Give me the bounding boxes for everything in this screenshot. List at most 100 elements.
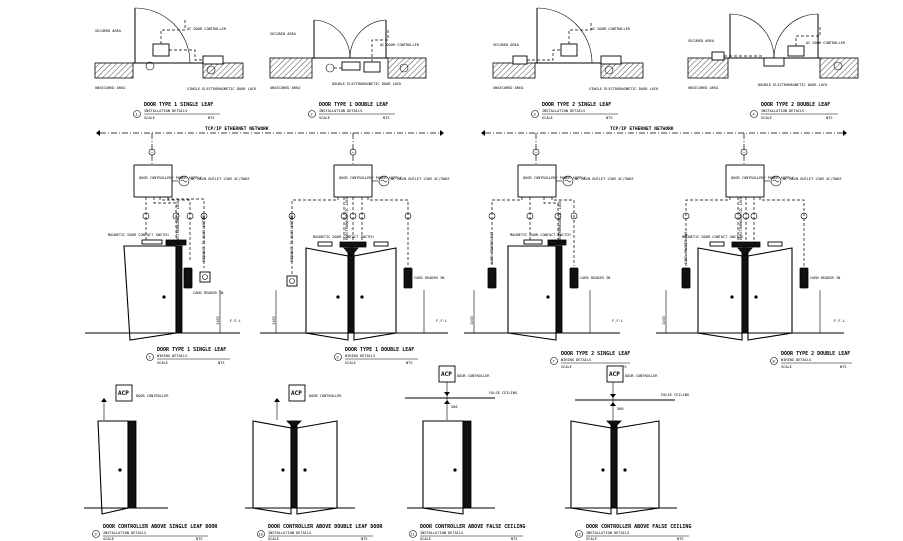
door-handle	[453, 468, 457, 472]
lock-label: ELECTROMAGNETIC LOCK	[345, 196, 349, 240]
detail-title: DOOR CONTROLLER ABOVE FALSE CEILING	[420, 524, 525, 530]
door-leaf-right	[353, 247, 397, 341]
ethernet-network-right: TCP/IP ETHERNET NETWORK	[481, 126, 847, 136]
door-leaf-right	[296, 420, 338, 515]
card-reader	[403, 267, 413, 289]
card-reader-symbol	[325, 63, 335, 73]
acp-box	[288, 384, 306, 402]
svg-text:1100: 1100	[662, 316, 666, 325]
detail-subtitle: WIRING DETAILS	[157, 354, 187, 358]
scale-value: NTS	[383, 116, 390, 120]
reader-label: CARD READER IN	[193, 291, 223, 295]
door-handle-right	[623, 468, 627, 472]
plan-view-door-type-2-single: SECURED AREA UNSECURED AREA AC DOOR CONT…	[492, 7, 659, 120]
detail-title: DOOR TYPE 2 DOUBLE LEAF	[781, 351, 850, 357]
card-reader-out-box	[711, 51, 725, 61]
ceiling-label: FALSE CEILING	[661, 393, 689, 397]
door-frame-shadow	[127, 420, 137, 509]
scale-label: SCALE	[319, 116, 330, 120]
outlet-label: AC MAIN OUTLET 230V AC/50HZ	[575, 177, 634, 181]
detail-title: DOOR CONTROLLER ABOVE FALSE CEILING	[586, 524, 691, 530]
door-handle-left	[730, 295, 734, 299]
controller-callout: AC DOOR CONTROLLER	[806, 41, 846, 45]
door-swing-arc	[536, 7, 593, 64]
detail-subtitle: INSTALLATION DETAILS	[586, 531, 629, 535]
controller-above-single-leaf: ACP DOOR CONTROLLER 9 DOOR CONTROLLER AB…	[84, 384, 218, 541]
door-leaf-right	[747, 247, 793, 341]
wall-section-left	[269, 57, 313, 79]
elevation-door-type-1-single: DOOR CONTROLLER/ POWER SUPPLY AC MAIN OU…	[85, 133, 250, 365]
secured-area-label: SECURED AREA	[493, 43, 520, 47]
detail-number-circle	[750, 110, 758, 118]
mag-lock-box	[600, 55, 622, 65]
detail-title: DOOR TYPE 1 DOUBLE LEAF	[319, 102, 388, 108]
controller-label: DOOR CONTROLLER/ POWER SUPPLY	[339, 176, 403, 180]
wall-section-left	[687, 57, 729, 79]
detail-number-circle	[409, 530, 417, 538]
detail-number-circle	[257, 530, 265, 538]
unsecured-area-label: UNSECURED AREA	[493, 86, 524, 90]
contact-label: MAGNETIC DOOR CONTACT SWITCH	[108, 233, 169, 237]
unsecured-area-label: UNSECURED AREA	[95, 86, 126, 90]
lock-callout: DOUBLE ELECTROMAGNETIC DOOR LOCK	[758, 83, 828, 87]
door-controller-box	[133, 164, 173, 198]
door-swing-arc-right	[349, 19, 387, 59]
acp-label: ACP	[441, 371, 452, 378]
scale-label: SCALE	[561, 365, 572, 369]
controller-label: DOOR CONTROLLER	[457, 374, 490, 378]
lock-label: ELECTROMAGNETIC LOCK	[739, 196, 743, 240]
ffl-label: F.F.L	[436, 319, 447, 323]
reader-label: CARD READER IN	[810, 276, 840, 280]
scale-value: NTS	[677, 537, 684, 541]
elevation-door-type-1-double: DOOR CONTROLLER/ POWER SUPPLY AC MAIN OU…	[260, 133, 450, 365]
detail-subtitle: INSTALLATION DETAILS	[268, 531, 311, 535]
door-handle-right	[754, 295, 758, 299]
door-handle	[118, 468, 122, 472]
scale-label: SCALE	[103, 537, 114, 541]
secured-area-label: SECURED AREA	[95, 29, 122, 33]
acp-label: ACP	[118, 390, 129, 397]
controller-above-double-leaf: ACP DOOR CONTROLLER 10 DOOR CONTROLLER A…	[245, 384, 383, 541]
card-reader	[569, 267, 579, 289]
ffl-label: F.F.L	[230, 319, 241, 323]
door-leaf	[97, 420, 129, 515]
contact-label: MAGNETIC DOOR CONTACT SWITCH	[313, 235, 374, 239]
network-label: TCP/IP ETHERNET NETWORK	[205, 126, 269, 132]
controller-label: DOOR CONTROLLER/ POWER SUPPLY	[731, 176, 795, 180]
detail-number: 6	[337, 356, 339, 360]
wall-section-right	[202, 62, 244, 79]
exit-button-symbol	[399, 63, 409, 73]
door-controller-box	[517, 164, 557, 198]
scale-value: NTS	[196, 537, 203, 541]
door-handle-left	[336, 295, 340, 299]
lock-callout: DOUBLE ELECTROMAGNETIC DOOR LOCK	[332, 82, 402, 86]
ffl-label: F.F.L	[612, 319, 623, 323]
door-controller-box	[152, 43, 170, 57]
plan-view-door-type-1-single: SECURED AREA UNSECURED AREA AC DOOR CONT…	[94, 7, 257, 120]
detail-title: DOOR CONTROLLER ABOVE SINGLE LEAF DOOR	[103, 524, 218, 530]
detail-subtitle: INSTALLATION DETAILS	[144, 109, 187, 113]
door-contact-switch	[523, 239, 543, 245]
lock-callout: SINGLE ELECTROMAGNETIC DOOR LOCK	[187, 87, 257, 91]
card-reader-out	[681, 267, 691, 289]
door-leaf	[507, 245, 557, 341]
controller-label: DOOR CONTROLLER/ POWER SUPPLY	[139, 176, 203, 180]
wall-section-right	[819, 57, 859, 79]
door-handle	[546, 295, 550, 299]
detail-subtitle: INSTALLATION DETAILS	[542, 109, 585, 113]
detail-number-circle	[308, 110, 316, 118]
scale-label: SCALE	[781, 365, 792, 369]
door-leaf-left	[305, 247, 349, 341]
controller-label: DOOR CONTROLLER/ POWER SUPPLY	[523, 176, 587, 180]
outlet-label: AC MAIN OUTLET 230V AC/50HZ	[783, 177, 842, 181]
svg-text:500: 500	[617, 407, 624, 411]
card-reader-symbol	[604, 65, 614, 75]
scale-value: NTS	[511, 537, 518, 541]
controller-callout: AC DOOR CONTROLLER	[591, 27, 631, 31]
scale-label: SCALE	[761, 116, 772, 120]
door-swing-arc-left	[313, 19, 351, 59]
lock-label: ELECTROMAGNETIC LOCK	[558, 200, 562, 244]
outlet-label: AC MAIN OUTLET 230V AC/50HZ	[191, 177, 250, 181]
detail-subtitle: INSTALLATION DETAILS	[103, 531, 146, 535]
acp-box	[115, 384, 133, 402]
